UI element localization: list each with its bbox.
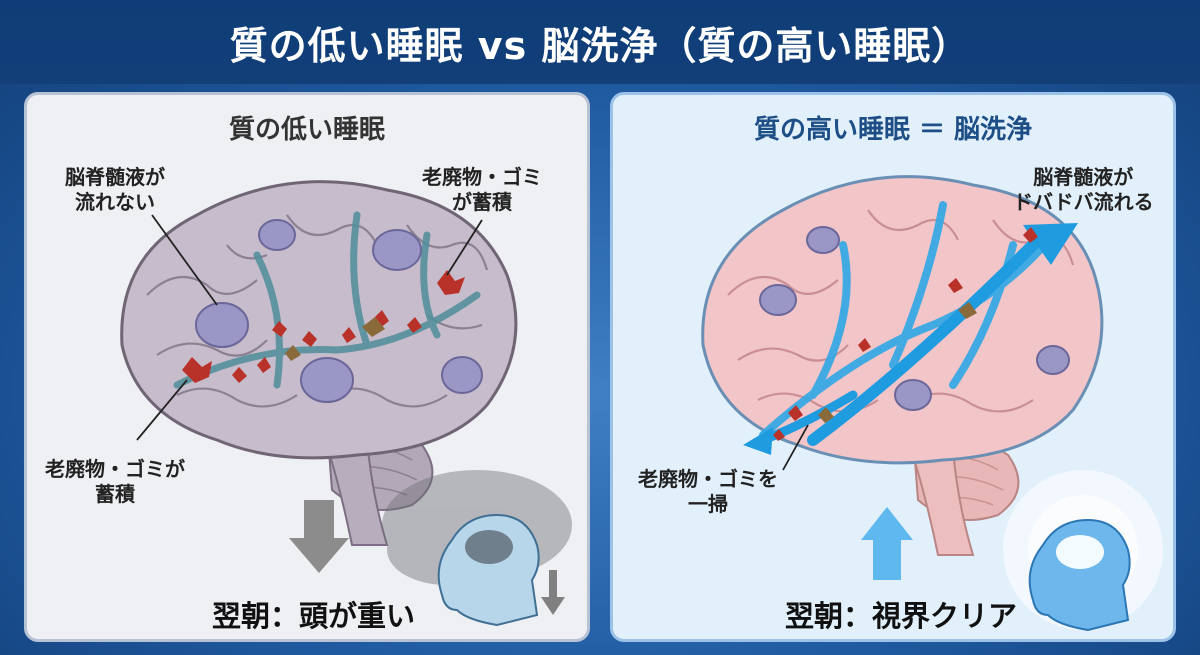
debris-clump [958,302,977,319]
waste-clump [407,317,422,333]
poor-sleep-morning-text: 翌朝：頭が重い [212,599,416,633]
leader-line-waste-top [446,219,483,276]
small-arrow-down-icon [541,570,565,615]
gyrus-line [176,387,298,408]
page-title: 質の低い睡眠 vs 脳洗浄（質の高い睡眠） [229,23,971,68]
gyrus-line [406,224,489,271]
leader-line-csf [151,214,218,306]
waste-clump [342,327,356,343]
gyrus-line [146,275,258,296]
csf-flow-arrow-up-icon [807,223,1078,446]
neuron [258,219,296,251]
label-csf-not-flowing: 脳脊髄液が 流れない [65,165,165,214]
label-csf-flowing: 脳脊髄液が ドバドバ流れる [1013,165,1154,214]
neuron [894,379,932,411]
label-waste-swept: 老廃物・ゴミを 一掃 [638,467,778,516]
waste-clump [302,331,317,347]
neuron [195,302,249,348]
quality-sleep-heading: 質の高い睡眠 ＝ 脳洗浄 [753,115,1033,145]
waste-clump [272,321,287,337]
gyrus-line [286,214,378,246]
brainstem [911,448,975,556]
waste-flush-arrow-icon [743,390,858,455]
neuron [759,284,797,316]
gyrus-line [727,275,839,296]
quality-sleep-panel: 質の高い睡眠 ＝ 脳洗浄 [610,92,1176,642]
leader-line-waste [782,424,809,471]
arrow-up-icon [861,507,913,580]
cerebrum [120,180,518,460]
gyrus-line [156,339,268,357]
csf-channel-blocked [350,211,371,349]
csf-channel-blocked [253,251,283,389]
waste-clump [257,357,271,373]
waste-clump [182,357,212,383]
poor-sleep-heading: 質の低い睡眠 [228,115,385,145]
waste-clump [1023,227,1038,243]
waste-clump [437,270,465,295]
csf-channel-blocked [420,231,441,339]
waste-clump [948,278,963,293]
label-waste-accumulated-top: 老廃物・ゴミ が蓄積 [422,165,542,214]
quality-sleep-morning-text: 翌朝：視界クリア [785,599,1018,633]
waste-clump [232,367,247,383]
neuron [441,356,483,394]
poor-sleep-brain-illustration [120,180,572,627]
gyrus-line [867,209,959,241]
debris-clump [362,317,385,337]
leader-line-waste-bottom [136,379,188,441]
waste-clump [788,405,803,421]
neuron [372,229,422,271]
cerebrum [701,175,1104,465]
gyrus-line [226,244,268,260]
neuron [806,226,840,254]
csf-channel-flowing [889,201,947,369]
neuron [300,357,354,403]
csf-channel-flowing [809,241,851,399]
head-foggy-icon [437,513,540,627]
head-glowing-icon [1028,518,1131,632]
debris-clump [285,345,301,361]
debris-clump [818,407,834,423]
arrow-down-icon [289,500,349,573]
waste-clump [773,429,785,441]
title-bar: 質の低い睡眠 vs 脳洗浄（質の高い睡眠） [0,0,1200,84]
quality-sleep-brain-illustration [701,175,1163,632]
label-waste-accumulated-bottom: 老廃物・ゴミが 蓄積 [45,457,185,506]
waste-clump [858,338,871,352]
poor-sleep-panel: 質の低い睡眠 [24,92,590,642]
neuron [1036,345,1070,375]
brainstem [325,438,389,546]
